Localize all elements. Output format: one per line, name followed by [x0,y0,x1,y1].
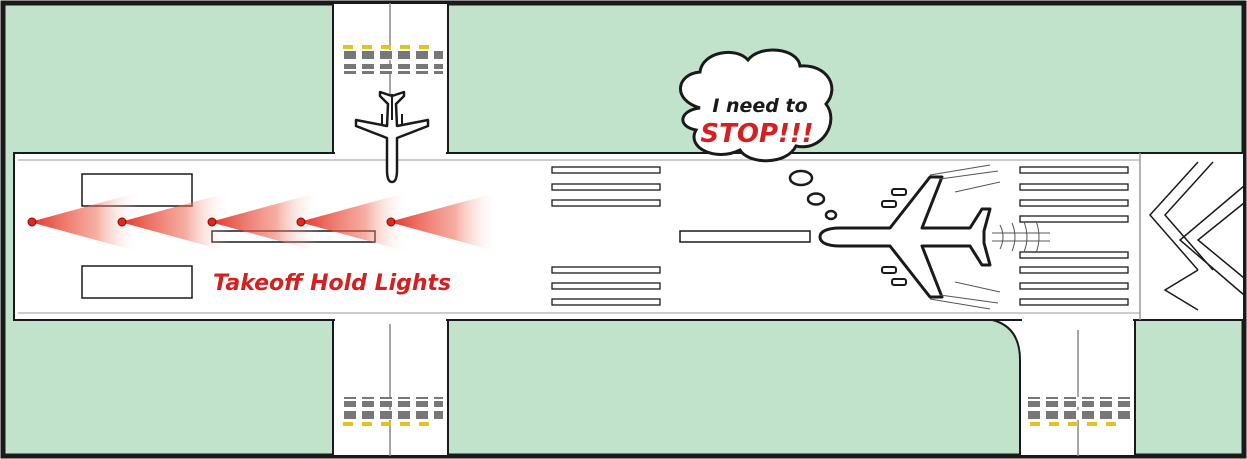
light-beam-icon [210,192,320,252]
callout-text-line1: I need to [712,95,807,117]
caption-takeoff-hold-lights: Takeoff Hold Lights [213,271,451,296]
threshold-stripes-top [1019,166,1129,223]
callout-text-line2: STOP!!! [700,119,813,149]
centerline-marking [679,230,811,243]
aiming-point-stripes-top [551,166,661,207]
takeoff-hold-lights [27,192,499,252]
hold-short-marking-top [338,45,443,74]
light-beam-icon [120,192,230,252]
light-beam-icon [299,192,409,252]
hold-short-marking-bottom-left [338,397,443,426]
airplane-icon [818,164,1050,310]
light-beam-icon [389,192,499,252]
hold-short-marking-bottom-right [1025,397,1130,426]
light-beam-icon [30,192,140,252]
blast-pad-chevrons [1148,161,1245,311]
aiming-point-stripes-bottom [551,266,661,306]
thought-bubble-icon [679,48,838,221]
airplane-icon [354,90,430,184]
threshold-stripes-bottom [1019,251,1129,306]
runway-markings-left [81,173,376,299]
